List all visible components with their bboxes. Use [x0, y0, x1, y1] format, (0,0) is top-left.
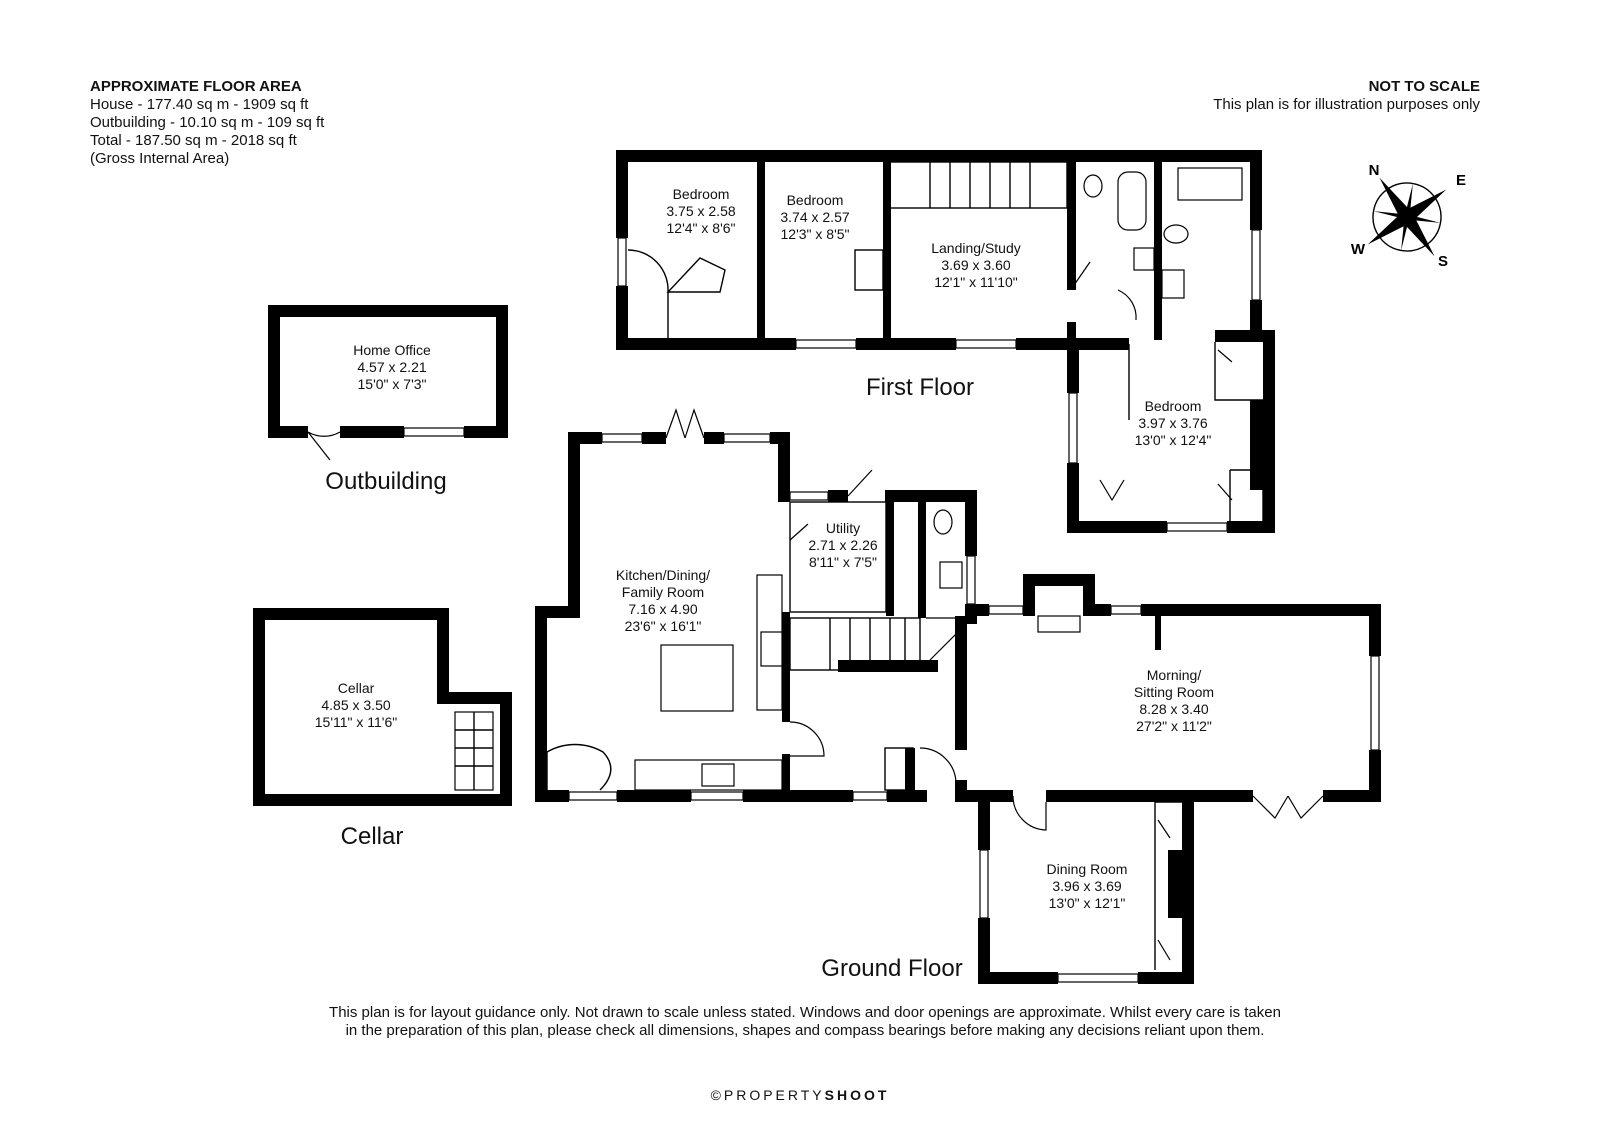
svg-text:4.85 x 3.50: 4.85 x 3.50	[321, 697, 390, 713]
svg-text:3.69 x 3.60: 3.69 x 3.60	[941, 257, 1010, 273]
scale-note: NOT TO SCALE This plan is for illustrati…	[1213, 78, 1480, 114]
svg-text:Sitting Room: Sitting Room	[1134, 684, 1214, 700]
room-label-bedroom-3: Bedroom 3.97 x 3.76 13'0" x 12'4"	[1135, 398, 1212, 448]
floor-label-first: First Floor	[866, 374, 974, 401]
floor-label-outbuilding: Outbuilding	[325, 468, 446, 495]
area-line-total: Total - 187.50 sq m - 2018 sq ft	[90, 132, 297, 149]
svg-text:Bedroom: Bedroom	[673, 186, 730, 202]
svg-text:2.71 x 2.26: 2.71 x 2.26	[808, 537, 877, 553]
svg-text:3.74 x 2.57: 3.74 x 2.57	[780, 209, 849, 225]
outbuilding-structure	[268, 305, 508, 461]
compass-e: E	[1456, 172, 1466, 189]
disclaimer: This plan is for layout guidance only. N…	[230, 1004, 1380, 1040]
first-floor-bedroom-structure	[1067, 330, 1275, 533]
svg-text:3.96 x 3.69: 3.96 x 3.69	[1052, 878, 1121, 894]
brand-mark: ©PROPERTYSHOOT	[0, 1087, 1600, 1103]
svg-text:Home Office: Home Office	[353, 342, 431, 358]
floor-label-ground: Ground Floor	[821, 955, 962, 982]
area-line-house: House - 177.40 sq m - 1909 sq ft	[90, 96, 309, 113]
cellar-structure	[253, 608, 512, 806]
room-label-home-office: Home Office 4.57 x 2.21 15'0" x 7'3"	[353, 342, 431, 392]
disclaimer-line-1: This plan is for layout guidance only. N…	[329, 1004, 1281, 1021]
compass-s: S	[1438, 253, 1448, 270]
svg-text:27'2" x 11'2": 27'2" x 11'2"	[1136, 718, 1212, 734]
compass-rose	[1367, 177, 1447, 257]
svg-text:3.97 x 3.76: 3.97 x 3.76	[1138, 415, 1207, 431]
svg-text:Bedroom: Bedroom	[1145, 398, 1202, 414]
ground-floor-structure	[535, 408, 1381, 984]
room-label-bedroom-2: Bedroom 3.74 x 2.57 12'3" x 8'5"	[780, 192, 849, 242]
svg-text:Utility: Utility	[826, 520, 860, 536]
svg-text:Dining Room: Dining Room	[1047, 861, 1128, 877]
svg-text:13'0" x 12'1": 13'0" x 12'1"	[1049, 895, 1126, 911]
compass-n: N	[1369, 162, 1380, 179]
area-line-gia: (Gross Internal Area)	[90, 150, 230, 167]
room-label-utility: Utility 2.71 x 2.26 8'11" x 7'5"	[808, 520, 877, 570]
svg-text:Kitchen/Dining/: Kitchen/Dining/	[616, 567, 710, 583]
area-title: APPROXIMATE FLOOR AREA	[90, 78, 302, 95]
svg-text:Cellar: Cellar	[338, 680, 375, 696]
area-line-outbuilding: Outbuilding - 10.10 sq m - 109 sq ft	[90, 114, 325, 131]
svg-text:Landing/Study: Landing/Study	[931, 240, 1021, 256]
floor-area-summary: APPROXIMATE FLOOR AREA House - 177.40 sq…	[90, 78, 324, 168]
compass-w: W	[1351, 241, 1366, 258]
room-label-landing-study: Landing/Study 3.69 x 3.60 12'1" x 11'10"	[931, 240, 1021, 290]
room-label-dining-room: Dining Room 3.96 x 3.69 13'0" x 12'1"	[1047, 861, 1128, 911]
room-label-cellar: Cellar 4.85 x 3.50 15'11" x 11'6"	[315, 680, 398, 730]
svg-text:23'6" x 16'1": 23'6" x 16'1"	[625, 618, 702, 634]
svg-text:4.57 x 2.21: 4.57 x 2.21	[357, 359, 426, 375]
brand-suffix: SHOOT	[824, 1087, 890, 1103]
room-label-bedroom-1: Bedroom 3.75 x 2.58 12'4" x 8'6"	[666, 186, 735, 236]
room-label-morning-sitting: Morning/ Sitting Room 8.28 x 3.40 27'2" …	[1134, 667, 1214, 734]
svg-text:Morning/: Morning/	[1147, 667, 1202, 683]
scale-note-text: This plan is for illustration purposes o…	[1213, 96, 1480, 113]
svg-text:Bedroom: Bedroom	[787, 192, 844, 208]
first-floor-structure	[616, 150, 1262, 350]
svg-text:8.28 x 3.40: 8.28 x 3.40	[1139, 701, 1208, 717]
disclaimer-line-2: in the preparation of this plan, please …	[345, 1022, 1265, 1039]
svg-text:8'11" x 7'5": 8'11" x 7'5"	[809, 554, 877, 570]
svg-text:12'4" x 8'6": 12'4" x 8'6"	[667, 220, 736, 236]
svg-text:Family Room: Family Room	[622, 584, 704, 600]
svg-text:15'0" x 7'3": 15'0" x 7'3"	[358, 376, 427, 392]
floor-label-cellar: Cellar	[341, 823, 404, 850]
svg-text:13'0" x 12'4": 13'0" x 12'4"	[1135, 432, 1212, 448]
svg-text:15'11" x 11'6": 15'11" x 11'6"	[315, 714, 398, 730]
room-label-kitchen: Kitchen/Dining/ Family Room 7.16 x 4.90 …	[616, 567, 710, 634]
svg-text:12'1" x 11'10": 12'1" x 11'10"	[934, 274, 1018, 290]
brand-prefix: ©PROPERTY	[710, 1087, 825, 1103]
svg-text:12'3" x 8'5": 12'3" x 8'5"	[781, 226, 850, 242]
svg-text:7.16 x 4.90: 7.16 x 4.90	[628, 601, 697, 617]
scale-title: NOT TO SCALE	[1368, 78, 1480, 95]
svg-text:3.75 x 2.58: 3.75 x 2.58	[666, 203, 735, 219]
